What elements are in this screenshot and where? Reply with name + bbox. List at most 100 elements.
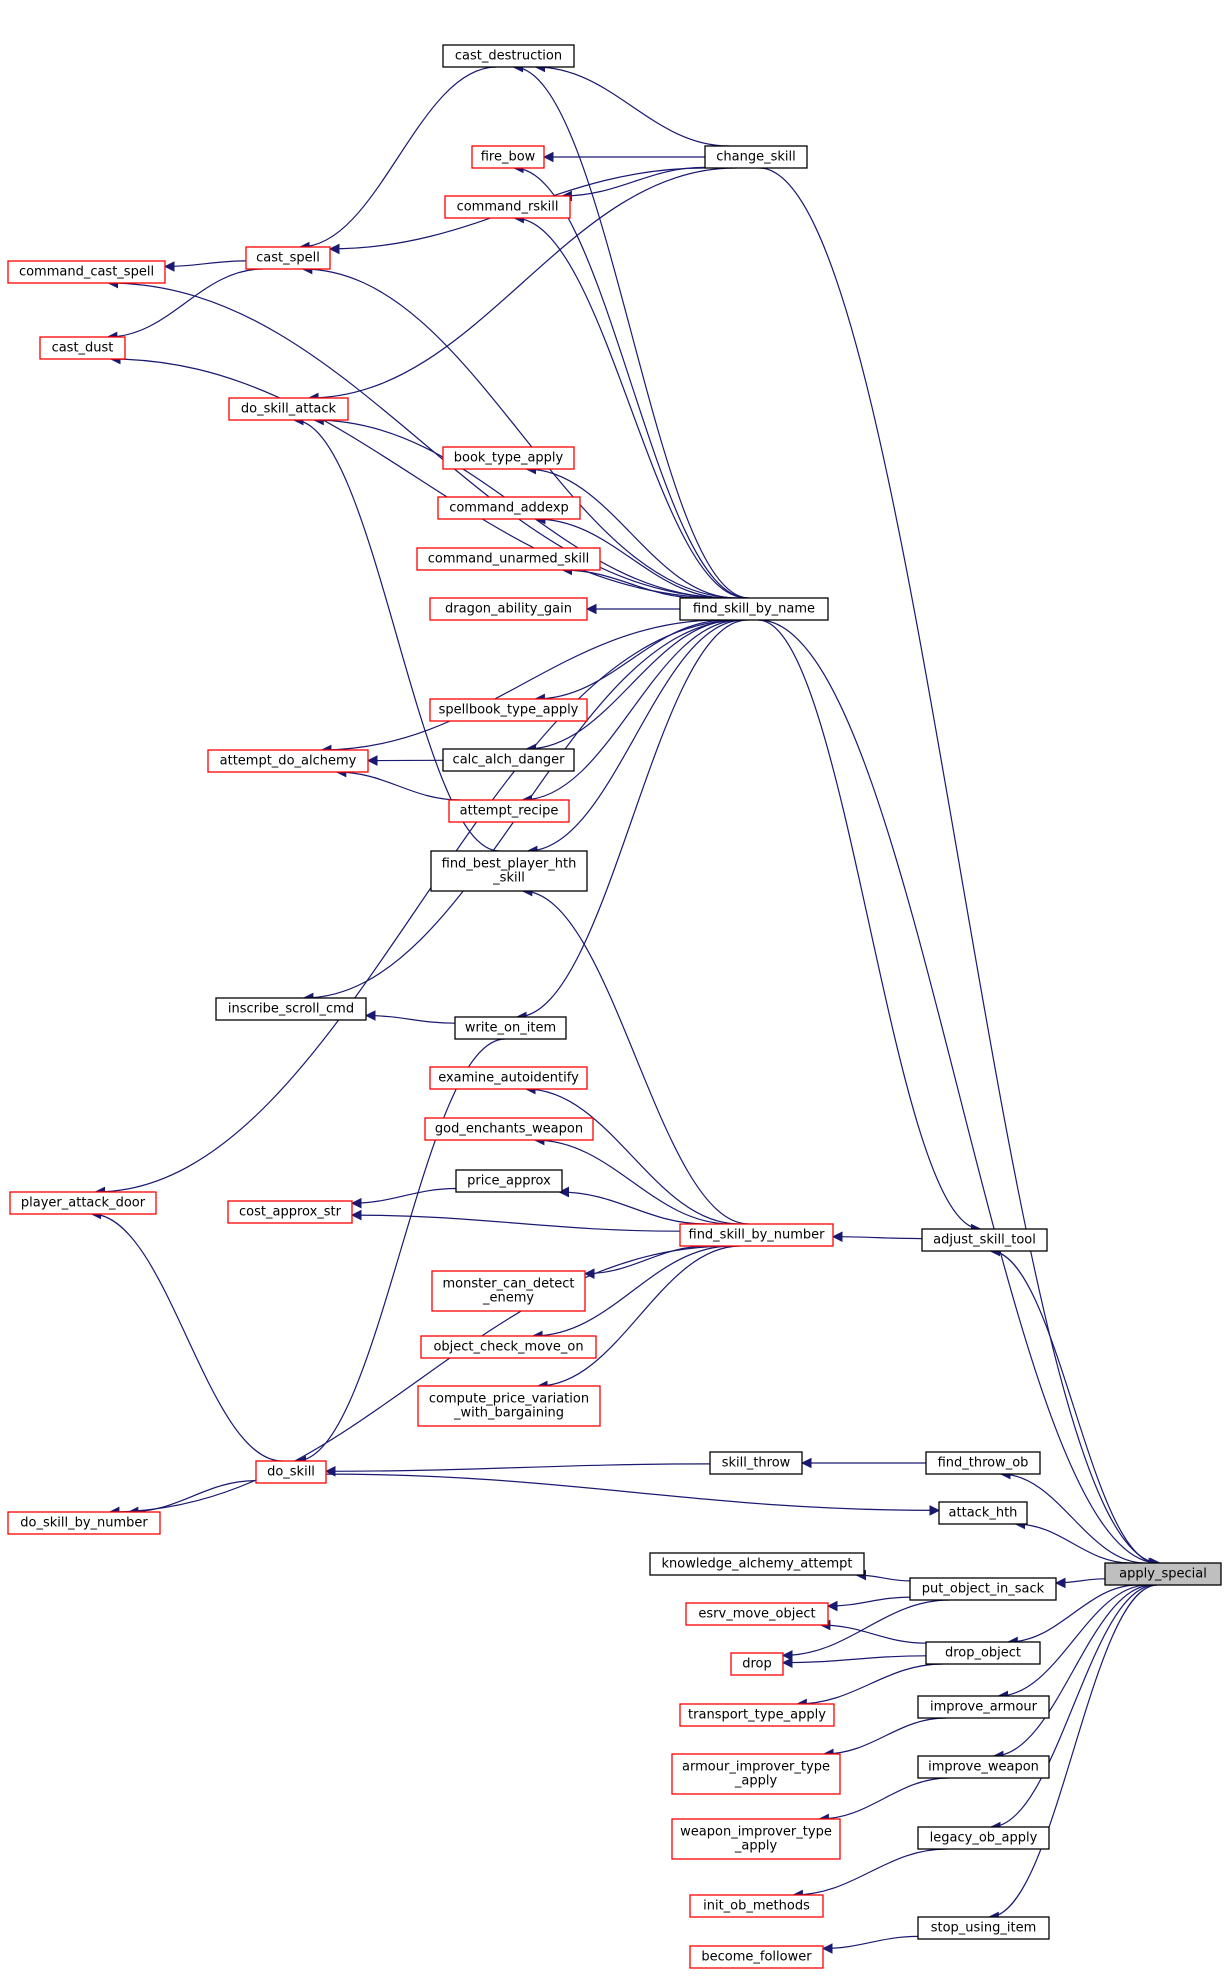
edge-path bbox=[350, 1209, 681, 1232]
node-compute-price-variation-with-bargaining[interactable]: compute_price_variation_with_bargaining bbox=[417, 1385, 601, 1427]
node-box bbox=[671, 1753, 841, 1795]
node-dragon-ability-gain[interactable]: dragon_ability_gain bbox=[429, 597, 588, 621]
edge-path bbox=[525, 463, 737, 599]
node-label: armour_improver_type bbox=[682, 1760, 830, 1775]
edge-path bbox=[818, 1777, 949, 1825]
edge-path bbox=[1014, 1518, 1131, 1564]
node-find-throw-ob[interactable]: find_throw_ob bbox=[925, 1451, 1041, 1475]
node-init-ob-methods[interactable]: init_ob_methods bbox=[689, 1894, 824, 1918]
node-find-skill-by-number[interactable]: find_skill_by_number bbox=[679, 1223, 834, 1247]
node-cost-approx-str[interactable]: cost_approx_str bbox=[227, 1200, 353, 1224]
node-attack-hth[interactable]: attack_hth bbox=[938, 1501, 1028, 1525]
node-box bbox=[455, 1169, 563, 1193]
call-edge bbox=[534, 61, 730, 147]
node-command-cast-spell[interactable]: command_cast_spell bbox=[7, 260, 166, 284]
node-adjust-skill-tool[interactable]: adjust_skill_tool bbox=[921, 1228, 1048, 1252]
edge-path bbox=[531, 1245, 733, 1342]
call-edge bbox=[90, 1208, 283, 1462]
node-box bbox=[448, 799, 570, 823]
node-god-enchants-weapon[interactable]: god_enchants_weapon bbox=[424, 1117, 594, 1141]
edge-path bbox=[524, 1083, 740, 1225]
node-stop-using-item[interactable]: stop_using_item bbox=[917, 1916, 1050, 1940]
call-edge bbox=[364, 1010, 456, 1024]
node-box bbox=[909, 1577, 1057, 1601]
node-label: write_on_item bbox=[465, 1021, 556, 1036]
node-knowledge-alchemy-attempt[interactable]: knowledge_alchemy_attempt bbox=[649, 1552, 865, 1576]
call-edge bbox=[525, 619, 737, 755]
node-spellbook-type-apply[interactable]: spellbook_type_apply bbox=[429, 698, 588, 722]
node-monster-can-detect-enemy[interactable]: monster_can_detect_enemy bbox=[431, 1270, 586, 1312]
call-edge bbox=[108, 1245, 731, 1518]
node-legacy-ob-apply[interactable]: legacy_ob_apply bbox=[917, 1826, 1050, 1850]
node-do-skill-attack[interactable]: do_skill_attack bbox=[228, 397, 349, 421]
node-transport-type-apply[interactable]: transport_type_apply bbox=[679, 1703, 835, 1727]
call-edge bbox=[989, 1584, 1156, 1833]
node-cast-spell[interactable]: cast_spell bbox=[245, 246, 331, 270]
edge-path bbox=[561, 564, 701, 599]
node-box bbox=[917, 1916, 1050, 1940]
node-inscribe-scroll-cmd[interactable]: inscribe_scroll_cmd bbox=[215, 997, 367, 1021]
node-armour-improver-type-apply[interactable]: armour_improver_type_apply bbox=[671, 1753, 841, 1795]
node-find-skill-by-name[interactable]: find_skill_by_name bbox=[679, 597, 829, 621]
node-label: skill_throw bbox=[722, 1456, 791, 1471]
node-apply-special[interactable]: apply_special bbox=[1104, 1562, 1222, 1586]
node-weapon-improver-type-apply[interactable]: weapon_improver_type_apply bbox=[671, 1818, 841, 1860]
node-command-rskill[interactable]: command_rskill bbox=[444, 195, 571, 219]
node-do-skill-by-number[interactable]: do_skill_by_number bbox=[7, 1511, 161, 1535]
call-edge bbox=[1054, 1577, 1106, 1589]
node-esrv-move-object[interactable]: esrv_move_object bbox=[685, 1602, 829, 1626]
node-command-unarmed-skill[interactable]: command_unarmed_skill bbox=[416, 547, 601, 571]
edge-path bbox=[324, 1463, 711, 1477]
node-price-approx[interactable]: price_approx bbox=[455, 1169, 563, 1193]
node-box bbox=[215, 997, 367, 1021]
call-edge bbox=[818, 1777, 949, 1825]
call-edge bbox=[781, 1655, 927, 1669]
edge-path bbox=[515, 619, 748, 1023]
node-box bbox=[420, 1335, 597, 1359]
edge-path bbox=[992, 1584, 1153, 1762]
node-become-follower[interactable]: become_follower bbox=[689, 1945, 824, 1969]
node-find-best-player-hth-skill[interactable]: find_best_player_hth_skill bbox=[430, 850, 588, 892]
node-label: stop_using_item bbox=[931, 1921, 1037, 1936]
node-change-skill[interactable]: change_skill bbox=[704, 145, 808, 169]
node-drop[interactable]: drop bbox=[730, 1652, 784, 1676]
node-improve-armour[interactable]: improve_armour bbox=[917, 1695, 1050, 1719]
node-calc-alch-danger[interactable]: calc_alch_danger bbox=[442, 748, 575, 772]
node-cast-destruction[interactable]: cast_destruction bbox=[442, 44, 575, 68]
node-box bbox=[442, 748, 575, 772]
call-edge bbox=[1007, 1584, 1138, 1648]
node-box bbox=[679, 597, 829, 621]
node-improve-weapon[interactable]: improve_weapon bbox=[917, 1755, 1050, 1779]
edge-path bbox=[521, 619, 741, 806]
edge-path bbox=[999, 1468, 1146, 1564]
node-box bbox=[679, 1703, 835, 1727]
call-edge bbox=[759, 167, 1161, 1569]
node-label: calc_alch_danger bbox=[453, 753, 566, 768]
call-edge bbox=[525, 463, 737, 599]
node-box bbox=[442, 446, 575, 470]
node-label: compute_price_variation bbox=[429, 1392, 589, 1407]
node-attempt-recipe[interactable]: attempt_recipe bbox=[448, 799, 570, 823]
node-box bbox=[255, 1460, 327, 1484]
node-label: knowledge_alchemy_attempt bbox=[662, 1557, 853, 1572]
call-edge bbox=[796, 1663, 943, 1710]
node-put-object-in-sack[interactable]: put_object_in_sack bbox=[909, 1577, 1057, 1601]
node-examine-autoidentify[interactable]: examine_autoidentify bbox=[429, 1066, 588, 1090]
node-player-attack-door[interactable]: player_attack_door bbox=[9, 1191, 157, 1215]
node-attempt-do-alchemy[interactable]: attempt_do_alchemy bbox=[207, 749, 369, 773]
node-skill-throw[interactable]: skill_throw bbox=[709, 1451, 803, 1475]
node-label: god_enchants_weapon bbox=[435, 1122, 583, 1137]
node-book-type-apply[interactable]: book_type_apply bbox=[442, 446, 575, 470]
call-edge bbox=[757, 619, 982, 1235]
node-object-check-move-on[interactable]: object_check_move_on bbox=[420, 1335, 597, 1359]
node-label: command_unarmed_skill bbox=[428, 552, 590, 567]
node-fire-bow[interactable]: fire_bow bbox=[471, 145, 545, 169]
node-write-on-item[interactable]: write_on_item bbox=[454, 1016, 567, 1040]
node-box bbox=[430, 850, 588, 892]
node-drop-object[interactable]: drop_object bbox=[925, 1641, 1041, 1665]
node-command-addexp[interactable]: command_addexp bbox=[437, 496, 581, 520]
node-do-skill[interactable]: do_skill bbox=[255, 1460, 327, 1484]
edge-path bbox=[822, 1717, 947, 1760]
node-cast-dust[interactable]: cast_dust bbox=[39, 336, 126, 360]
node-label: player_attack_door bbox=[21, 1196, 146, 1211]
